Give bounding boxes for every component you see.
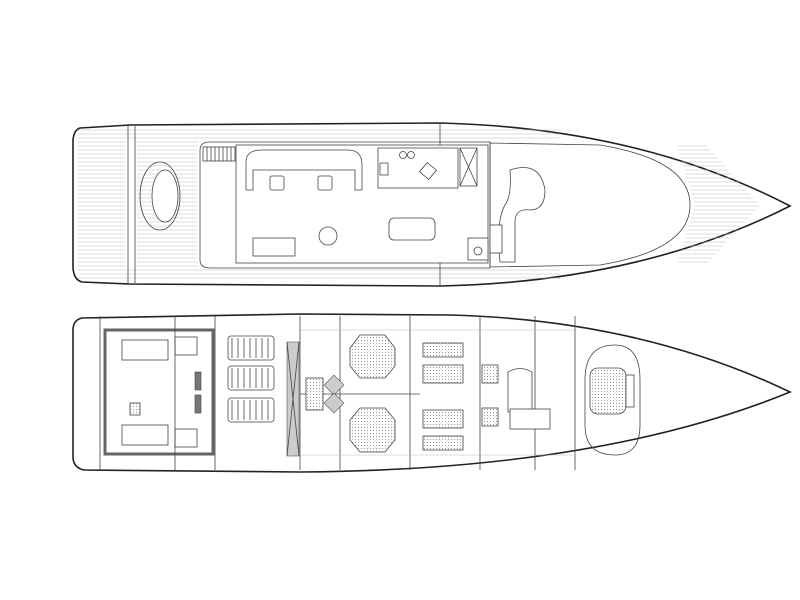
- salon-ottoman: [317, 175, 333, 191]
- lower-deck-plan: [72, 313, 792, 473]
- headboard: [625, 374, 635, 408]
- closet: [323, 392, 345, 414]
- crew-bunk: [121, 424, 169, 446]
- salon-ottoman: [269, 175, 285, 191]
- corridor-unit: [509, 408, 551, 430]
- galley: [377, 147, 459, 189]
- engine: [227, 365, 275, 391]
- engine: [227, 335, 275, 361]
- cooktop: [379, 162, 389, 176]
- round-table: [318, 226, 338, 246]
- sink: [407, 151, 415, 159]
- master-cabin-outline: [584, 344, 641, 456]
- dining-table: [388, 217, 436, 241]
- engine: [227, 397, 275, 423]
- single-berth: [422, 364, 464, 384]
- cabinet: [252, 237, 296, 257]
- helm-seat: [418, 161, 438, 181]
- master-bed: [589, 367, 627, 415]
- shower: [129, 402, 141, 416]
- single-berth: [422, 435, 464, 451]
- closet: [323, 374, 345, 396]
- spiral-stair: [507, 368, 533, 413]
- main-deck-hull-outline: [72, 122, 792, 287]
- single-berth: [422, 409, 464, 429]
- lower-deck-hull-outline: [72, 313, 792, 473]
- wall-segment: [194, 394, 202, 414]
- guest-bed: [349, 334, 396, 379]
- crew-bunk: [121, 339, 169, 361]
- shower: [481, 407, 499, 427]
- aft-sunpad-seat: [151, 169, 179, 223]
- crew-head: [174, 336, 198, 356]
- foredeck-windshield: [489, 142, 691, 268]
- spiral-stair: [498, 167, 546, 263]
- shower: [481, 364, 499, 384]
- sink: [399, 151, 407, 159]
- deck-planking: [78, 129, 760, 279]
- wall-segment: [194, 371, 202, 391]
- main-deck-plan: [72, 122, 792, 287]
- single-berth: [422, 342, 464, 358]
- shower: [305, 377, 324, 411]
- salon-sofa: [245, 149, 363, 191]
- crew-quarters: [103, 328, 215, 456]
- toilet-icon: [473, 246, 483, 256]
- aft-sunpad: [139, 161, 181, 231]
- superstructure-outline: [199, 141, 491, 269]
- guest-bed: [349, 407, 396, 453]
- engine-room: [227, 335, 275, 423]
- helm-chair: [489, 224, 503, 254]
- crew-head: [174, 428, 198, 448]
- stair-steps: [206, 147, 232, 161]
